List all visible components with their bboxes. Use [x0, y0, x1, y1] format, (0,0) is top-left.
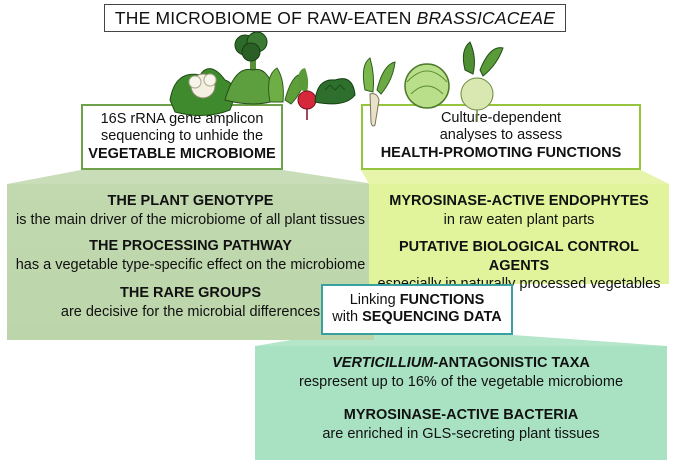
title-italic: BRASSICACEAE	[416, 7, 556, 28]
finding-heading: MYROSINASE-ACTIVE ENDOPHYTES	[389, 193, 649, 209]
linked-findings-panel: VERTICILLIUM-ANTAGONISTIC TAXA respresen…	[255, 346, 667, 460]
finding-heading: VERTICILLIUM-ANTAGONISTIC TAXA	[255, 354, 667, 373]
left-label-emphasis: VEGETABLE MICROBIOME	[88, 145, 276, 162]
broccoli-icon	[224, 31, 278, 105]
mid-label-emph2: SEQUENCING DATA	[362, 309, 502, 326]
root-vegetable-icon	[362, 57, 396, 127]
finding-heading: THE RARE GROUPS	[120, 285, 261, 301]
right-label-line2: analyses to assess	[439, 127, 563, 144]
right-label-line1: Culture-dependent	[440, 110, 562, 126]
linking-label: Linking FUNCTIONS with SEQUENCING DATA	[321, 284, 513, 335]
amplicon-sequencing-label: 16S rRNA gene amplicon sequencing to unh…	[81, 104, 283, 170]
mid-label-pre: Linking	[349, 292, 396, 308]
finding-text: are enriched in GLS-secreting plant tiss…	[322, 425, 600, 442]
cabbage-icon	[404, 63, 450, 109]
page-title: THE MICROBIOME OF RAW-EATEN BRASSICACEAE	[104, 4, 566, 32]
radish-icon	[297, 68, 317, 120]
finding-text: in raw eaten plant parts	[443, 211, 595, 228]
finding-heading: THE PLANT GENOTYPE	[107, 193, 274, 209]
heading-rest: -ANTAGONISTIC TAXA	[433, 355, 590, 371]
mid-label-emph1: FUNCTIONS	[399, 292, 485, 308]
vegetable-illustrations	[169, 31, 504, 127]
finding-text: respresent up to 16% of the vegetable mi…	[298, 373, 624, 390]
culture-dependent-label: Culture-dependent analyses to assess HEA…	[361, 104, 641, 170]
kohlrabi-icon	[460, 41, 504, 122]
right-connector	[361, 170, 669, 184]
cauliflower-icon	[169, 68, 235, 116]
finding-heading: PUTATIVE BIOLOGICAL CONTROL AGENTS	[398, 239, 640, 274]
left-connector	[7, 170, 374, 184]
kale-icon	[314, 78, 356, 105]
finding-heading: THE PROCESSING PATHWAY	[89, 238, 292, 254]
left-label-line2: sequencing to unhide the	[100, 128, 264, 145]
functions-findings-panel: MYROSINASE-ACTIVE ENDOPHYTES in raw eate…	[369, 184, 669, 292]
microbiome-findings-panel: THE PLANT GENOTYPE is the main driver of…	[7, 184, 374, 340]
finding-text: has a vegetable type-specific effect on …	[15, 256, 366, 273]
right-label-emphasis: HEALTH-PROMOTING FUNCTIONS	[380, 144, 622, 161]
finding-text: is the main driver of the microbiome of …	[16, 211, 365, 228]
finding-heading: MYROSINASE-ACTIVE BACTERIA	[343, 407, 579, 423]
title-prefix: THE MICROBIOME OF RAW-EATEN	[114, 7, 412, 28]
mid-label-pre2: with	[332, 309, 359, 326]
verticillium-italic: VERTICILLIUM	[332, 355, 434, 371]
finding-text: are decisive for the microbial differenc…	[60, 303, 321, 320]
left-label-line1: 16S rRNA gene amplicon	[100, 111, 264, 127]
